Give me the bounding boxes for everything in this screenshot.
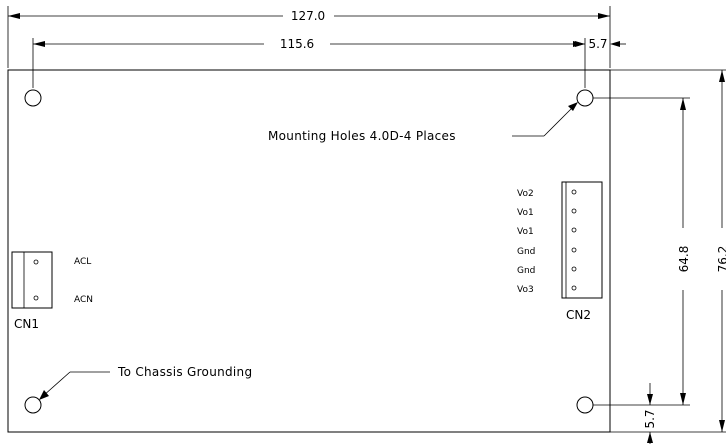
dimension-label: 76.2	[716, 246, 726, 273]
pin-hole	[33, 295, 39, 301]
mounting-hole-top-left	[24, 89, 42, 107]
mounting-hole-top-right	[576, 89, 690, 107]
mounting-holes-note: Mounting Holes 4.0D-4 Places	[268, 102, 578, 143]
connector-cn1: ACL ACN CN1	[11, 251, 93, 331]
cn1-label: CN1	[14, 317, 39, 331]
mounting-hole-bottom-right	[576, 396, 690, 414]
pin-hole	[571, 285, 577, 291]
mounting-holes-text: Mounting Holes 4.0D-4 Places	[268, 129, 456, 143]
cn2-pin-label: Vo3	[517, 285, 534, 295]
cn1-pin-label: ACL	[74, 257, 91, 267]
dimension-edge-offset-right: 5.7	[575, 37, 626, 51]
pin-hole	[33, 259, 39, 265]
cn2-pin-label: Gnd	[517, 247, 535, 257]
cn1-pin-label: ACN	[74, 295, 93, 305]
chassis-ground-text: To Chassis Grounding	[117, 365, 252, 379]
pin-hole	[571, 208, 577, 214]
dimension-label: 64.8	[677, 246, 691, 273]
cn2-pin-label: Vo1	[517, 227, 534, 237]
dimension-label: 5.7	[643, 409, 657, 428]
cn2-label: CN2	[566, 308, 591, 322]
cn2-pin-label: Gnd	[517, 266, 535, 276]
pin-hole	[571, 247, 577, 253]
dimension-overall-width: 127.0	[7, 6, 611, 68]
pin-hole	[571, 189, 577, 195]
dimension-overall-height: 76.2	[610, 69, 726, 433]
board-outline	[7, 69, 611, 433]
cn2-pin-label: Vo1	[517, 208, 534, 218]
dimension-hole-spacing-x: 115.6	[32, 37, 586, 88]
pin-hole	[571, 227, 577, 233]
dimension-hole-spacing-y: 64.8	[677, 98, 691, 405]
cn2-pin-label: Vo2	[517, 189, 534, 199]
dimension-label: 5.7	[588, 37, 607, 51]
dimension-edge-offset-bottom: 5.7	[643, 383, 657, 444]
connector-cn2: Vo2 Vo1 Vo1 Gnd Gnd Vo3 CN2	[517, 181, 603, 322]
pin-hole	[571, 266, 577, 272]
dimension-label: 127.0	[291, 9, 325, 23]
dimension-label: 115.6	[280, 37, 314, 51]
chassis-ground-note: To Chassis Grounding	[39, 365, 252, 400]
mounting-hole-bottom-left	[24, 396, 42, 414]
